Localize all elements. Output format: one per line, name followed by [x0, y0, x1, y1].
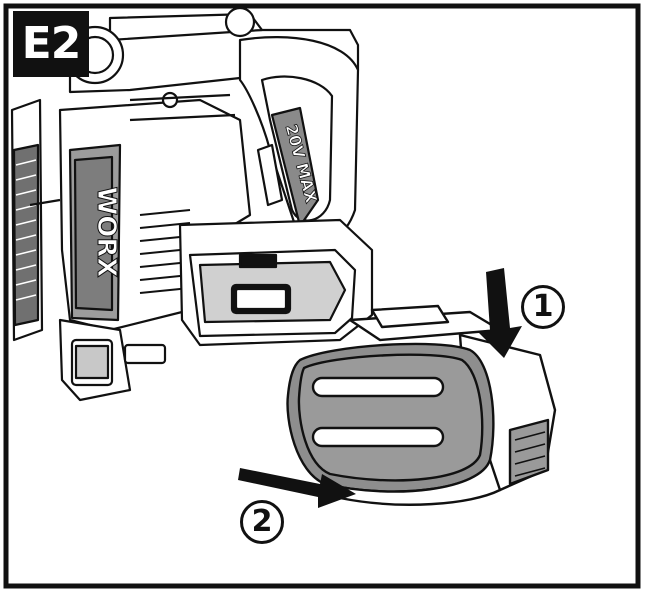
brand-text: WORX	[91, 187, 121, 278]
down-arrow-icon	[478, 268, 522, 358]
step-1-marker: 1	[521, 285, 565, 329]
figure-label: E2	[13, 11, 89, 77]
right-arrow-icon	[238, 468, 356, 508]
battery-pack	[286, 304, 557, 506]
step-2-marker: 2	[240, 500, 284, 544]
